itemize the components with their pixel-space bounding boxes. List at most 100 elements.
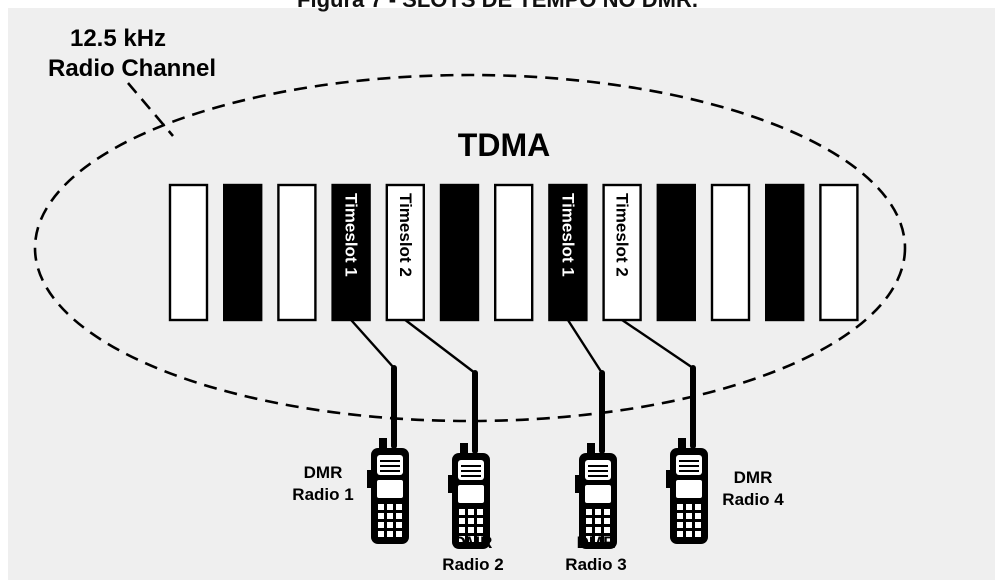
radio-label-line1: DMR [734,468,773,487]
radio-knob [587,443,595,454]
radio-key [459,527,465,533]
timeslot-label: Timeslot 2 [396,193,415,277]
radio-key [468,536,474,542]
radio-key [387,504,393,510]
timeslot-5-white [385,183,425,322]
radio-key [686,522,692,528]
timeslot-label: Timeslot 1 [342,193,361,277]
radio-label-line1: DMR [454,533,493,552]
timeslot-1-white [168,183,209,322]
radio-display [377,480,403,498]
radio-key [396,531,402,537]
radio-group: DMR Radio 1 DMR Radio 2 DMR Radio 3 DMR Radio 4 [292,365,784,574]
radio-key [695,522,701,528]
dmr-radio-3 [575,370,617,549]
radio-key [595,536,601,542]
timeslot-2-black [222,183,263,322]
radio-key [595,518,601,524]
radio-label-line2: Radio 4 [722,490,784,509]
timeslot-12-black [765,183,805,322]
radio-key [686,513,692,519]
radio-key [387,522,393,528]
radio-key [586,536,592,542]
radio-key [477,509,483,515]
radio-label-line2: Radio 2 [442,555,503,574]
radio-key [468,527,474,533]
radio-key [695,504,701,510]
radio-key [604,527,610,533]
radio-key [604,518,610,524]
radio-key [586,518,592,524]
radio-key [396,522,402,528]
leader-line-radio-3 [566,319,604,374]
radio-key [477,518,483,524]
tdma-label: TDMA [458,127,550,163]
radio-label-line2: Radio 3 [565,555,626,574]
timeslot-11-white [710,183,751,322]
radio-key [387,531,393,537]
radio-knob [460,443,468,454]
radio-side-button [666,470,671,488]
radio-key [396,504,402,510]
leader-line-radio-2 [404,319,476,374]
radio-key [677,504,683,510]
radio-key [677,522,683,528]
radio-key [695,513,701,519]
radio-key [387,513,393,519]
timeslot-7-white [494,183,534,322]
radio-key [595,509,601,515]
radio-label-line1: DMR [304,463,343,482]
radio-side-button [448,475,453,493]
radio-key [686,531,692,537]
radio-label-line2: Radio 1 [292,485,353,504]
radio-key [396,513,402,519]
timeslot-label: Timeslot 1 [558,193,577,277]
channel-label-line1: 12.5 kHz [70,25,166,52]
radio-key [459,509,465,515]
radio-leader-lines [350,319,694,374]
channel-label-pointer [127,82,174,137]
leader-line-radio-4 [621,319,694,369]
timeslot-8-black [548,183,588,322]
timeslot-6-black [439,183,480,322]
radio-key [604,536,610,542]
radio-key [595,527,601,533]
timeslot-13-white [819,183,859,322]
channel-label-line2: Radio Channel [48,55,216,82]
radio-key [695,531,701,537]
dmr-radio-4 [666,365,708,544]
timeslot-9-white [602,183,642,322]
dmr-radio-2 [448,370,490,549]
radio-label-line1: DMR [577,533,616,552]
radio-key [586,527,592,533]
dmr-radio-1 [367,365,409,544]
radio-key [378,531,384,537]
timeslot-3-white [277,183,317,322]
radio-key [468,518,474,524]
radio-key [459,518,465,524]
radio-key [477,536,483,542]
radio-key [378,513,384,519]
radio-key [677,531,683,537]
radio-key [378,522,384,528]
timeslot-10-black [656,183,696,322]
radio-display [585,485,611,503]
timeslot-row: Timeslot 1 Timeslot 2 Timeslot 1 Timeslot 2 [168,183,859,322]
radio-knob [379,438,387,449]
radio-knob [678,438,686,449]
radio-key [677,513,683,519]
radio-key [459,536,465,542]
timeslot-label: Timeslot 2 [613,193,632,277]
radio-display [676,480,702,498]
radio-channel-ellipse [33,73,907,423]
radio-key [468,509,474,515]
radio-key [477,527,483,533]
radio-key [686,504,692,510]
leader-line-radio-1 [350,319,395,369]
radio-side-button [367,470,372,488]
radio-key [586,509,592,515]
radio-display [458,485,484,503]
